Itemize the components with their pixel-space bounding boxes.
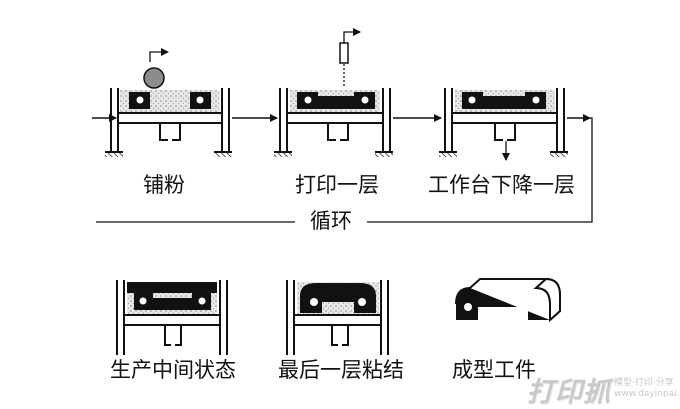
machine-printing [274, 28, 393, 157]
watermark-logo: 打印抓 [527, 377, 611, 408]
label-finished-part: 成型工件 [452, 358, 536, 382]
watermark-url: www.dayinpai.com [614, 389, 680, 399]
machine-lowering [439, 88, 568, 161]
label-spreading: 铺粉 [143, 173, 185, 197]
machine-spreading [105, 48, 232, 157]
label-intermediate: 生产中间状态 [110, 358, 236, 382]
machine-intermediate [116, 280, 228, 355]
machine-final-layer [286, 280, 389, 355]
finished-part [455, 277, 561, 323]
watermark-tagline: 模型·打印·分享 [614, 378, 674, 388]
label-cycle: 循环 [310, 209, 352, 233]
label-lowering: 工作台下降一层 [428, 173, 575, 197]
label-printing: 打印一层 [295, 173, 379, 197]
cycle-line-right [367, 117, 593, 223]
print-head [339, 42, 349, 64]
label-final-layer: 最后一层粘结 [278, 358, 404, 382]
roller-ball [143, 67, 165, 89]
